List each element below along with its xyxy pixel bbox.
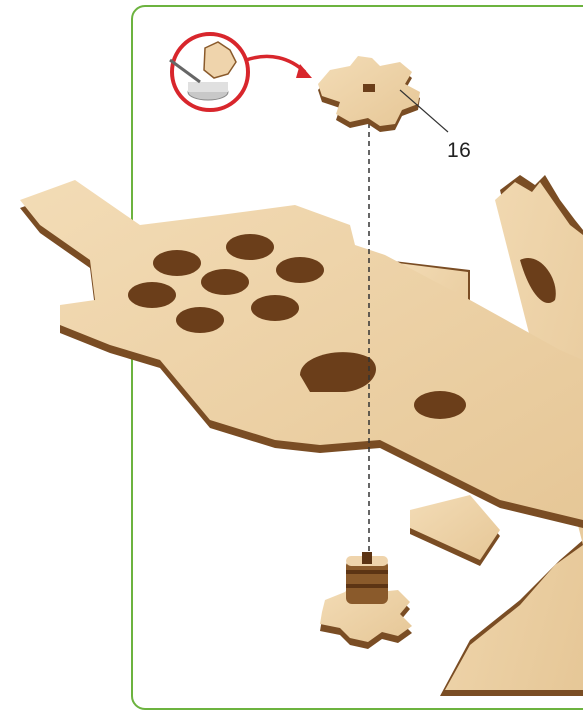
glue-application-icon [170, 34, 248, 110]
callout-number-16: 16 [447, 139, 471, 163]
main-base-plate [20, 180, 583, 528]
lower-gear-post [320, 552, 412, 649]
lower-runner [410, 495, 500, 566]
curved-red-arrow [246, 56, 312, 78]
